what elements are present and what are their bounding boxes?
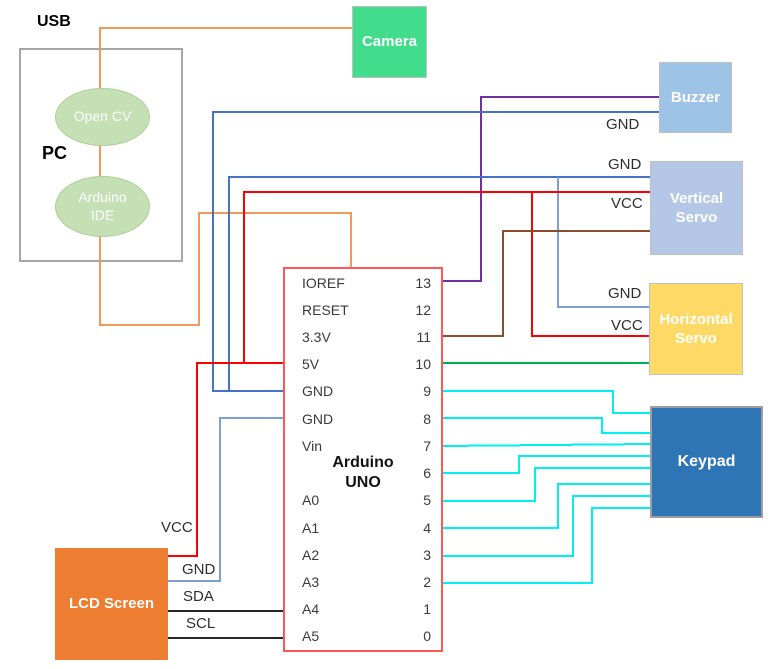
wire-gnd-horizontal-servo — [557, 177, 649, 308]
pin-label-left: A0 — [302, 492, 320, 509]
arduino-ide-label: Arduino IDE — [78, 189, 127, 223]
opencv-node[interactable]: Open CV — [55, 88, 150, 146]
pin-label-right: 9 — [423, 383, 431, 400]
pin-label-left: IOREF — [302, 274, 345, 291]
wire-pin2-keypad — [443, 507, 650, 584]
pin-row: A2 3 — [285, 541, 441, 568]
horizontal-servo-box[interactable]: Horizontal Servo — [649, 283, 743, 375]
pin-row: Vin 7 — [285, 432, 441, 459]
wire-pin7-keypad — [442, 443, 651, 447]
wire-gnd9-vertical-servo — [228, 176, 650, 391]
pin-row: A3 2 — [285, 568, 441, 595]
lcd-screen-box[interactable]: LCD Screen — [55, 548, 168, 660]
arduino-title-line1: Arduino — [332, 454, 394, 471]
wire-gnd8-lcd — [168, 417, 283, 582]
arduino-title-line2: UNO — [345, 473, 381, 491]
pin-label-left: A5 — [302, 628, 320, 645]
pin-label-left: 3.3V — [302, 329, 331, 346]
pin-row: GND 8 — [285, 405, 441, 432]
camera-box[interactable]: Camera — [352, 6, 427, 78]
opencv-label: Open CV — [73, 108, 132, 125]
buzzer-label: Buzzer — [670, 88, 721, 106]
wire-pin6-keypad — [443, 455, 650, 474]
pin-label-right: 0 — [423, 628, 431, 645]
pin-label-left: GND — [302, 383, 334, 400]
buzzer-gnd-label: GND — [606, 116, 640, 133]
pin-row: 3.3V 11 — [285, 323, 441, 350]
camera-label: Camera — [361, 33, 418, 51]
pin-label-right: 8 — [423, 410, 431, 427]
keypad-label: Keypad — [677, 452, 736, 470]
pin-label-left: A3 — [302, 574, 320, 591]
pin-label-left: RESET — [302, 301, 349, 318]
pin-label-left: A1 — [302, 519, 320, 536]
vertical-servo-box[interactable]: Vertical Servo — [650, 161, 743, 255]
vertical-servo-gnd-label: GND — [608, 156, 642, 173]
pin-row: 6 — [285, 460, 441, 487]
vertical-servo-vcc-label: VCC — [611, 195, 643, 212]
pin-label-right: 6 — [423, 465, 431, 482]
horizontal-servo-gnd-label: GND — [608, 285, 642, 302]
pin-label-right: 13 — [415, 274, 431, 291]
pin-label-right: 11 — [416, 329, 431, 346]
pin-label-right: 3 — [423, 546, 431, 563]
wire-5v-lcd-vcc — [168, 362, 283, 557]
vertical-servo-label: Vertical Servo — [669, 189, 724, 227]
arduino-ide-node[interactable]: Arduino IDE — [55, 176, 150, 237]
wire-pin13-buzzer — [443, 96, 659, 282]
lcd-sda-label: SDA — [183, 588, 214, 605]
pin-label-left: Vin — [302, 437, 322, 454]
lcd-gnd-label: GND — [182, 561, 216, 578]
pin-row: A0 5 — [285, 487, 441, 514]
wire-gnd9-buzzer — [212, 111, 659, 392]
lcd-scl-label: SCL — [186, 615, 216, 632]
pin-label-left: 5V — [302, 356, 320, 373]
wire-pin8-keypad — [443, 417, 650, 434]
wire-pin4-keypad — [443, 483, 650, 529]
pin-row: 5V 10 — [285, 351, 441, 378]
wire-usb-pc-camera — [99, 27, 352, 326]
horizontal-servo-label: Horizontal Servo — [659, 310, 733, 348]
horizontal-servo-vcc-label: VCC — [611, 317, 643, 334]
pin-label-right: 5 — [423, 492, 431, 509]
wire-pin11-vertical-servo — [443, 230, 650, 337]
wire-pin9-keypad — [443, 390, 650, 414]
pin-label-right: 12 — [415, 301, 431, 318]
keypad-box[interactable]: Keypad — [650, 406, 763, 518]
pin-label-right: 10 — [415, 356, 431, 373]
wire-pin5-keypad — [443, 467, 650, 502]
usb-label: USB — [37, 13, 71, 30]
lcd-screen-label: LCD Screen — [68, 595, 155, 613]
pc-label: PC — [42, 143, 68, 163]
pin-label-left: GND — [302, 410, 334, 427]
pin-row: A4 1 — [285, 596, 441, 623]
lcd-vcc-label: VCC — [161, 519, 193, 536]
pin-row: A1 4 — [285, 514, 441, 541]
pin-label-right: 2 — [423, 574, 431, 591]
arduino-uno-title: Arduino UNO — [285, 453, 441, 492]
pin-row: GND 9 — [285, 378, 441, 405]
pin-label-left: A2 — [302, 546, 320, 563]
pin-row: IOREF 13 — [285, 269, 441, 296]
pin-label-left: A4 — [302, 601, 320, 618]
pin-row: A5 0 — [285, 623, 441, 650]
wire-5v-vertical-servo-vcc — [243, 191, 650, 363]
pin-label-right: 7 — [423, 437, 431, 454]
buzzer-box[interactable]: Buzzer — [659, 62, 732, 133]
pin-row: RESET 12 — [285, 296, 441, 323]
pin-label-right: 1 — [423, 601, 431, 618]
wire-pin3-keypad — [443, 495, 650, 557]
pin-label-right: 4 — [423, 519, 431, 536]
wire-5v-horizontal-servo-vcc — [531, 192, 649, 337]
